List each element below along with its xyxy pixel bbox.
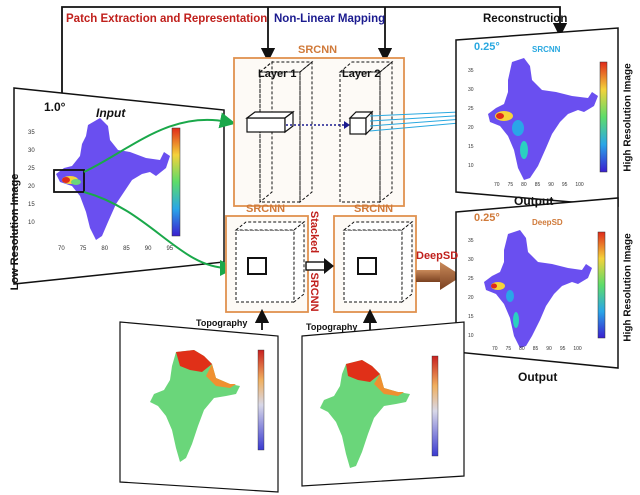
y-tick: 25 [468,276,474,282]
x-tick: 70 [58,246,65,252]
x-tick: 80 [521,182,527,188]
stacked-label: Stacked [308,210,320,254]
y-tick: 15 [468,314,474,320]
x-tick: 85 [123,246,130,252]
topography-panel-1 [119,321,279,493]
x-tick: 75 [505,346,512,352]
stacked-srcnn-label: SRCNN [308,272,320,312]
deepsd-block-2 [333,215,417,313]
input-x-ticks: 70 75 80 85 90 95 [58,246,173,252]
deepsd-block-1 [225,215,309,313]
x-tick: 100 [573,346,582,352]
topography-panel-2 [301,321,465,487]
x-tick: 75 [507,182,514,188]
output-top-india-map [488,58,598,180]
top-connectors [61,6,568,95]
layer-1-label: Layer 1 [258,68,297,80]
y-tick: 15 [28,202,35,208]
output-top-caption: Output [514,194,554,208]
deepsd-srcnn-1-title: SRCNN [246,203,286,215]
x-tick: 70 [494,182,500,188]
output-top-resolution: 0.25° [474,41,500,53]
x-tick: 95 [559,346,566,352]
topography-1-india-map [150,350,240,462]
y-tick: 10 [468,163,474,169]
x-tick: 80 [519,346,525,352]
x-tick: 90 [548,182,554,188]
low-resolution-side-label: Low Resolution Image [9,173,21,291]
topography-label-1: Topography [196,318,248,328]
y-tick: 20 [468,125,474,131]
deepsd-srcnn-2-title: SRCNN [354,203,394,215]
y-tick: 30 [28,148,35,154]
y-tick: 10 [468,333,474,339]
y-tick: 25 [468,106,474,112]
x-tick: 95 [166,246,174,252]
output-top-model: SRCNN [532,45,561,54]
y-tick: 15 [468,144,474,150]
y-tick: 30 [468,87,474,93]
output-top-side-label: High Resolution Image [622,63,634,172]
output-bottom-caption: Output [518,370,558,384]
x-tick: 85 [534,182,541,188]
y-tick: 10 [28,220,35,226]
x-tick: 80 [101,246,109,252]
srcnn-top-title: SRCNN [298,44,338,56]
input-title: Input [96,106,126,120]
y-tick: 20 [468,295,474,301]
green-connectors [83,112,236,276]
reconstruction-label: Reconstruction [483,13,568,25]
nonlinear-mapping-label: Non-Linear Mapping [274,13,386,25]
patch-extraction-label: Patch Extraction and Representation [66,13,268,25]
output-bottom-model: DeepSD [532,218,563,227]
srcnn-top-block [233,57,405,207]
deepsd-label: DeepSD [416,250,459,262]
y-tick: 35 [468,238,474,244]
output-bottom-side-label: High Resolution Image [622,233,634,342]
output-top-x-ticks: 70 75 80 85 90 95 100 [494,182,584,188]
y-tick: 35 [468,68,474,74]
x-tick: 85 [532,346,539,352]
x-tick: 90 [546,346,552,352]
x-tick: 95 [561,182,568,188]
output-bottom-x-ticks: 70 75 80 85 90 95 100 [492,346,582,352]
output-bottom-y-ticks: 35 30 25 20 15 10 [468,232,474,346]
layer-2-label: Layer 2 [342,68,381,80]
y-tick: 25 [28,166,35,172]
y-tick: 20 [28,184,35,190]
x-tick: 90 [144,246,152,252]
input-resolution: 1.0° [44,100,66,114]
output-bottom-india-map [484,230,592,348]
topography-2-india-map [320,360,410,468]
input-y-ticks: 35 30 25 20 15 10 [28,124,35,232]
x-tick: 100 [575,182,584,188]
output-bottom-resolution: 0.25° [474,212,500,224]
topography-label-2: Topography [306,322,358,332]
output-top-panel [455,27,619,207]
output-top-y-ticks: 35 30 25 20 15 10 [468,62,474,176]
input-india-map [56,118,170,240]
stacked-arrow [305,258,334,274]
output-bottom-panel [455,197,619,369]
y-tick: 30 [468,257,474,263]
deepsd-arrow [416,262,462,290]
y-tick: 35 [28,130,35,136]
x-tick: 70 [492,346,498,352]
x-tick: 75 [79,246,87,252]
